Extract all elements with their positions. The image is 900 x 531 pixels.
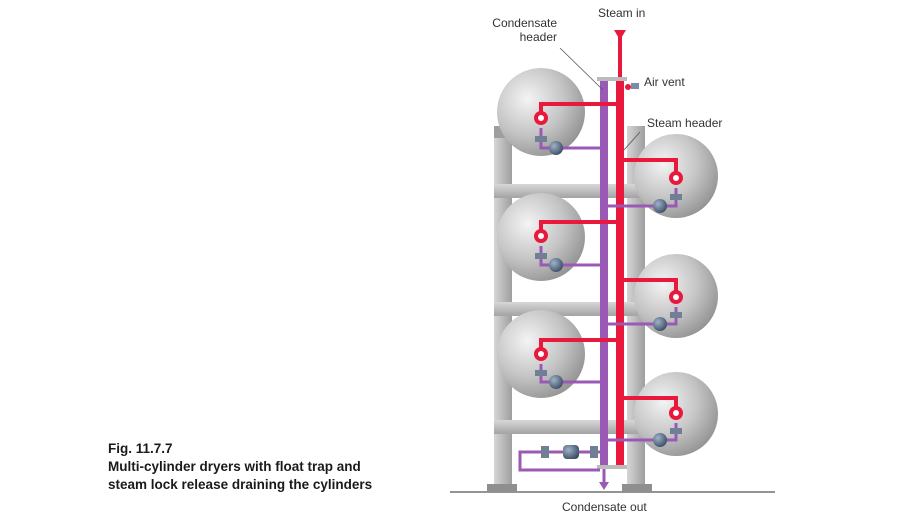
frame-foot-right — [622, 484, 652, 492]
float-trap-icon — [563, 445, 579, 459]
frame-foot-left — [487, 484, 517, 492]
condensate-out-arrow — [599, 482, 609, 490]
label-steam-header: Steam header — [647, 116, 723, 130]
leader-steam-header — [623, 131, 641, 151]
figure-title-line2: steam lock release draining the cylinder… — [108, 477, 373, 492]
label-condensate-header: Condensate header — [489, 16, 557, 44]
figure-title-line1: Multi-cylinder dryers with float trap an… — [108, 459, 361, 474]
steam-in-arrow — [614, 30, 626, 40]
condensate-header-pipe — [600, 80, 608, 466]
label-steam-in: Steam in — [598, 6, 646, 20]
steam-branch-right-1 — [624, 158, 678, 176]
leader-condensate-header — [559, 47, 604, 91]
label-air-vent: Air vent — [644, 75, 685, 89]
rotary-joint-icon — [534, 111, 683, 420]
steam-header-pipe — [616, 80, 624, 466]
figure-number: Fig. 11.7.7 — [108, 441, 173, 456]
header-top-cap — [597, 77, 627, 81]
header-bottom-cap — [597, 465, 627, 469]
air-vent-icon — [625, 83, 639, 90]
isolation-valve-icon — [535, 136, 682, 434]
condensate-branch-left-1 — [539, 128, 600, 150]
steam-trap-icon — [549, 141, 667, 447]
figure-caption: Fig. 11.7.7 Multi-cylinder dryers with f… — [108, 440, 372, 494]
label-condensate-header-line2: header — [519, 30, 557, 44]
label-condensate-header-line1: Condensate — [492, 16, 557, 30]
drain-valve-icon — [541, 446, 598, 458]
label-condensate-out: Condensate out — [562, 500, 647, 514]
condensate-branch-left-2 — [539, 246, 600, 267]
final-drain-pipe — [518, 450, 600, 472]
